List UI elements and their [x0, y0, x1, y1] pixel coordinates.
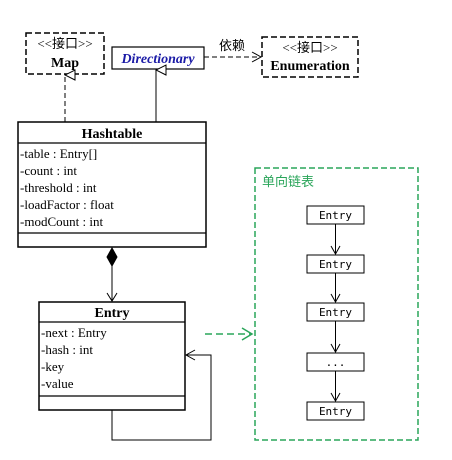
entry-field: -next : Entry: [41, 325, 107, 340]
linked-list-node: ...: [306, 352, 365, 372]
hashtable-field: -loadFactor : float: [20, 197, 114, 212]
linked-list-node-label: Entry: [319, 258, 352, 271]
enumeration-interface-box: <<接口>> Enumeration: [261, 36, 359, 78]
enumeration-stereotype: <<接口>>: [282, 40, 337, 55]
dependency-arrow: 依赖: [204, 39, 263, 63]
map-stereotype: <<接口>>: [37, 36, 92, 51]
dependency-label: 依赖: [219, 39, 245, 54]
entry-field: -value: [41, 376, 74, 391]
map-interface-box: <<接口>> Map: [25, 32, 105, 75]
hashtable-field: -table : Entry[]: [20, 146, 97, 161]
linked-list-node-label: Entry: [319, 209, 352, 222]
linked-list-link: [330, 273, 341, 304]
directionary-name: Directionary: [120, 52, 195, 67]
linked-list-node: Entry: [306, 401, 365, 421]
entry-class: Entry -next : Entry -hash : int -key -va…: [38, 301, 186, 411]
hashtable-field: -modCount : int: [20, 214, 103, 229]
linked-list-link: [330, 224, 341, 256]
linked-list-link: [330, 321, 341, 354]
hashtable-class: Hashtable -table : Entry[] -count : int …: [17, 121, 207, 248]
directionary-box: Directionary: [111, 46, 205, 70]
composition-arrow: [106, 246, 118, 302]
linked-list-node: Entry: [306, 254, 365, 274]
linked-list-node: Entry: [306, 302, 365, 322]
entry-name: Entry: [95, 306, 130, 321]
enumeration-name: Enumeration: [270, 59, 350, 74]
maps-to-arrow: [205, 327, 254, 341]
self-association-arrow: [111, 349, 212, 441]
linked-list-title: 单向链表: [262, 174, 314, 190]
entry-field: -key: [41, 359, 65, 374]
map-name: Map: [51, 56, 79, 71]
hashtable-field: -threshold : int: [20, 180, 97, 195]
linked-list-node-label: Entry: [319, 306, 352, 319]
hashtable-field: -count : int: [20, 163, 77, 178]
entry-field: -hash : int: [41, 342, 93, 357]
linked-list-node-label: ...: [326, 356, 346, 369]
linked-list-node-label: Entry: [319, 405, 352, 418]
hashtable-name: Hashtable: [82, 127, 143, 142]
linked-list-link: [330, 371, 341, 403]
linked-list-node: Entry: [306, 205, 365, 225]
